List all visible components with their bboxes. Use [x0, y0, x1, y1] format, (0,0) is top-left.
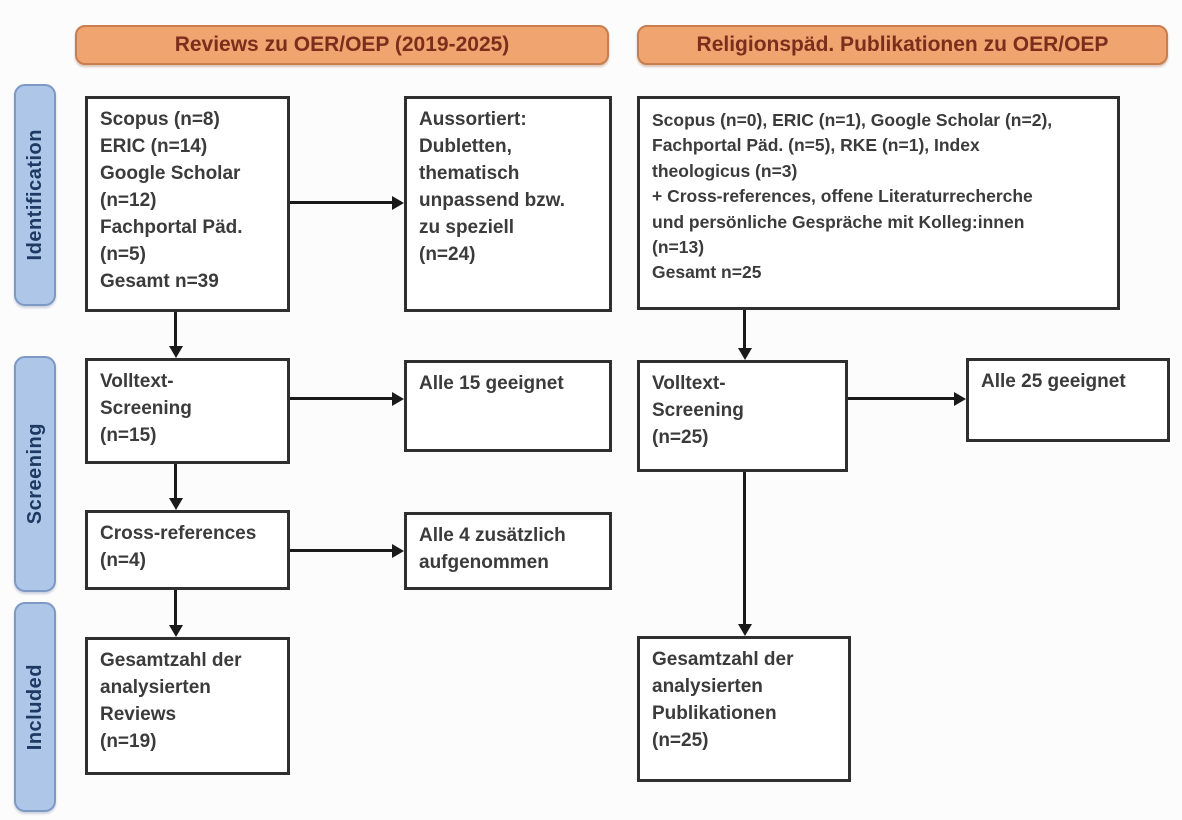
left-total-box: Gesamtzahl der analysierten Reviews (n=1…: [85, 637, 290, 775]
left-sources-box: Scopus (n=8) ERIC (n=14) Google Scholar …: [85, 96, 290, 312]
left-excluded-box: Aussortiert: Dubletten, thematisch unpas…: [404, 96, 612, 312]
left-fulltext-result-box: Alle 15 geeignet: [404, 360, 612, 452]
right-total-box: Gesamtzahl der analysierten Publikatione…: [637, 636, 851, 782]
stage-label-screening-text: Screening: [23, 423, 46, 525]
left-column-header: Reviews zu OER/OEP (2019-2025): [75, 25, 609, 65]
right-sources-box: Scopus (n=0), ERIC (n=1), Google Scholar…: [637, 96, 1120, 310]
stage-label-identification: Identification: [14, 84, 56, 306]
stage-label-included: Included: [14, 602, 56, 812]
stage-label-included-text: Included: [23, 663, 46, 751]
right-fulltext-screening-box: Volltext- Screening (n=25): [637, 360, 848, 472]
right-fulltext-result-box: Alle 25 geeignet: [966, 358, 1170, 442]
right-column-header: Religionspäd. Publikationen zu OER/OEP: [637, 25, 1168, 65]
stage-label-identification-text: Identification: [23, 129, 46, 261]
left-crossref-result-box: Alle 4 zusätzlich aufgenommen: [404, 512, 612, 590]
left-fulltext-screening-box: Volltext- Screening (n=15): [85, 358, 290, 464]
stage-label-screening: Screening: [14, 356, 56, 592]
left-crossref-box: Cross-references (n=4): [85, 510, 290, 590]
